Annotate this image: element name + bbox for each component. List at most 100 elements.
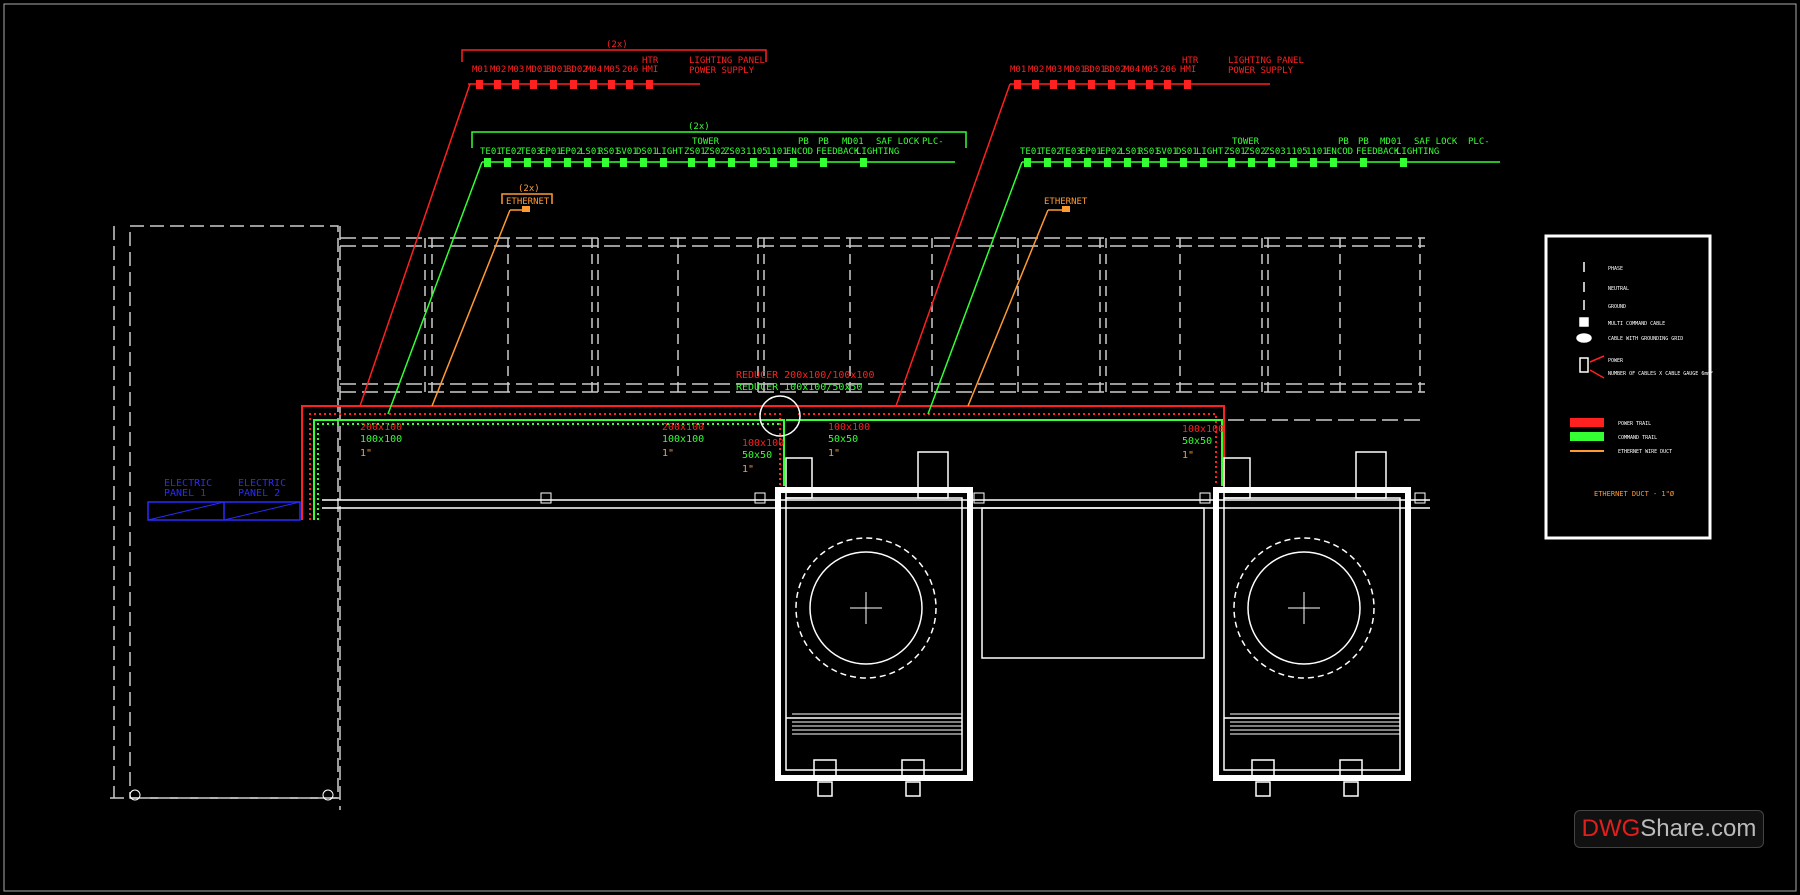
svg-text:1": 1" xyxy=(1182,450,1194,461)
device-label: LIGHT xyxy=(1196,147,1224,157)
device-label: MD01 xyxy=(526,65,548,75)
device-label: EP01 xyxy=(1080,147,1102,157)
walkway-markers xyxy=(540,492,1426,504)
cable-terminal-marker xyxy=(646,80,653,89)
device-label: TE01 xyxy=(480,147,502,157)
svg-text:100x100: 100x100 xyxy=(1182,424,1224,435)
device-label: EP02 xyxy=(560,147,582,157)
structure-frame xyxy=(340,237,1425,421)
machine-right xyxy=(1213,451,1411,797)
cable-terminal-marker xyxy=(1088,80,1095,89)
device-label: TE02 xyxy=(500,147,522,157)
cable-terminal-marker xyxy=(1310,158,1317,167)
cable-terminal-marker xyxy=(1160,158,1167,167)
cable-terminal-marker xyxy=(770,158,777,167)
cable-terminal-marker xyxy=(476,80,483,89)
svg-text:MULTI COMMAND CABLE: MULTI COMMAND CABLE xyxy=(1608,321,1665,327)
electric-panel-1-label: ELECTRIC PANEL 1 xyxy=(164,478,212,499)
tower-label-left: TOWER xyxy=(692,137,720,147)
cable-terminal-marker xyxy=(1184,80,1191,89)
pb1-label-right: PB xyxy=(1338,137,1349,147)
device-label: 1105 xyxy=(746,147,768,157)
power-supply-right: POWER SUPPLY xyxy=(1228,66,1294,76)
svg-text:ETHERNET DUCT - 1"Ø: ETHERNET DUCT - 1"Ø xyxy=(1594,490,1675,498)
device-label: ZS02 xyxy=(704,147,726,157)
cable-terminal-marker xyxy=(590,80,597,89)
saf-lock-left: SAF LOCK xyxy=(876,137,920,147)
cable-terminal-marker xyxy=(1124,158,1131,167)
cable-terminal-marker xyxy=(608,80,615,89)
device-label: BD01 xyxy=(1084,65,1106,75)
cable-terminal-marker xyxy=(602,158,609,167)
ethernet-connector-right xyxy=(1062,206,1070,212)
reducer-marker xyxy=(759,395,801,437)
device-label: FEEDBACK xyxy=(1356,147,1400,157)
cable-terminal-marker xyxy=(820,158,827,167)
device-label: MD01 xyxy=(1064,65,1086,75)
cable-terminal-marker xyxy=(1108,80,1115,89)
cable-terminal-marker xyxy=(1268,158,1275,167)
drawing-border xyxy=(3,3,1797,892)
svg-text:100x100: 100x100 xyxy=(828,422,870,433)
cable-terminal-marker xyxy=(550,80,557,89)
device-label: M03 xyxy=(1046,65,1062,75)
device-label: LIGHTING xyxy=(856,147,899,157)
cable-terminal-marker xyxy=(620,158,627,167)
svg-text:50x50: 50x50 xyxy=(1182,436,1212,447)
device-label: LS01 xyxy=(1120,147,1142,157)
cable-terminal-marker xyxy=(1142,158,1149,167)
machine-left xyxy=(775,451,973,797)
device-label: TE03 xyxy=(520,147,542,157)
cable-terminal-marker xyxy=(1200,158,1207,167)
device-label: RS01 xyxy=(598,147,620,157)
cable-terminal-marker xyxy=(708,158,715,167)
cable-terminal-marker xyxy=(1290,158,1297,167)
cable-terminal-marker xyxy=(1068,80,1075,89)
ethernet-label-right: ETHERNET xyxy=(1044,197,1088,207)
svg-text:200x100: 200x100 xyxy=(662,422,704,433)
device-label: SV01 xyxy=(1156,147,1178,157)
device-label: 1105 xyxy=(1286,147,1308,157)
ethernet-label-left: ETHERNET xyxy=(506,197,550,207)
cable-terminal-marker xyxy=(626,80,633,89)
cable-terminal-marker xyxy=(494,80,501,89)
device-label: RS01 xyxy=(1138,147,1160,157)
svg-text:1": 1" xyxy=(742,464,754,475)
cable-terminal-marker xyxy=(640,158,647,167)
cable-terminal-marker xyxy=(1228,158,1235,167)
cable-terminal-marker xyxy=(1248,158,1255,167)
device-label: M05 xyxy=(604,65,620,75)
device-label: ZS01 xyxy=(684,147,706,157)
watermark-part2: Share.com xyxy=(1640,815,1757,842)
cable-terminal-marker xyxy=(564,158,571,167)
cable-terminal-marker xyxy=(660,158,667,167)
device-label: EP01 xyxy=(540,147,562,157)
cable-terminal-marker xyxy=(1360,158,1367,167)
feeder-lines-right xyxy=(895,83,1500,415)
cable-terminal-marker xyxy=(1146,80,1153,89)
control-device-labels-right: TE01TE02TE03EP01EP02LS01RS01SV01DS01LIGH… xyxy=(1020,147,1439,167)
cable-terminal-marker xyxy=(1050,80,1057,89)
svg-text:200x100: 200x100 xyxy=(360,422,402,433)
svg-text:ELECTRIC: ELECTRIC xyxy=(164,478,212,489)
power-bracket-left xyxy=(461,49,767,62)
legend: PHASE NEUTRAL GROUND MULTI COMMAND CABLE… xyxy=(1544,234,1713,540)
svg-text:100x100: 100x100 xyxy=(360,434,402,445)
device-label: M04 xyxy=(586,65,602,75)
cable-terminal-marker xyxy=(1032,80,1039,89)
device-label: BD02 xyxy=(1104,65,1126,75)
cable-terminal-marker xyxy=(504,158,511,167)
md01-label-left: MD01 xyxy=(842,137,864,147)
svg-text:ETHERNET WIRE DUCT: ETHERNET WIRE DUCT xyxy=(1618,449,1672,455)
plc-label-right: PLC- xyxy=(1468,137,1490,147)
cable-terminal-marker xyxy=(1104,158,1111,167)
svg-text:1": 1" xyxy=(662,448,674,459)
device-label: HMI xyxy=(1180,65,1196,75)
svg-text:100x100: 100x100 xyxy=(662,434,704,445)
device-label: TE03 xyxy=(1060,147,1082,157)
power-multiplier: (2x) xyxy=(606,40,628,50)
svg-text:100x100: 100x100 xyxy=(742,438,784,449)
tower-label-right: TOWER xyxy=(1232,137,1260,147)
